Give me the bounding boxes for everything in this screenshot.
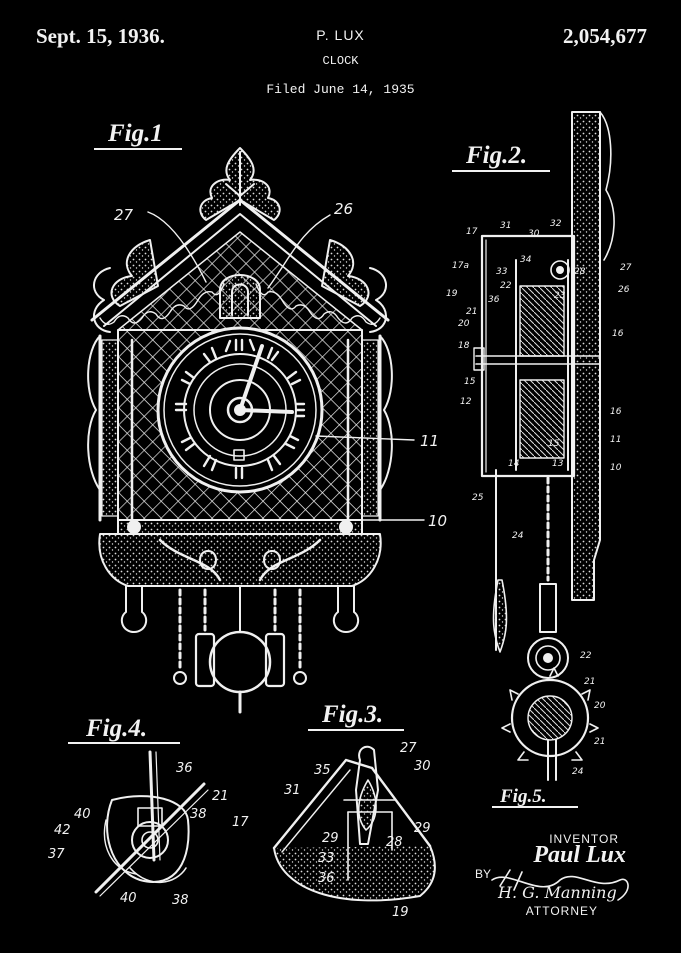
reference-numeral: 21 [594,737,605,747]
ref-26: 26 [334,200,353,218]
reference-numeral: 36 [176,761,193,776]
patent-number: 2,054,677 [563,24,647,48]
reference-numeral: 28 [386,835,403,850]
reference-numeral: 17 [232,815,249,830]
reference-numeral: 19 [446,289,458,299]
reference-numeral: 33 [318,851,335,866]
reference-numeral: 21 [584,677,595,687]
attorney-label: ATTORNEY [525,904,598,918]
reference-numeral: 40 [74,807,91,822]
reference-numeral: 22 [580,651,592,661]
reference-numeral: 34 [520,255,532,265]
reference-numeral: 18 [458,341,470,351]
reference-numeral: 17a [452,261,469,271]
reference-numeral: 13 [552,459,564,469]
fig2-underline [452,170,550,172]
reference-numeral: 37 [48,847,65,862]
reference-numeral: 22 [500,281,512,291]
reference-numeral: 16 [612,329,624,339]
reference-numeral: 17 [466,227,478,237]
reference-numeral: 40 [120,891,137,906]
reference-numeral: 15 [464,377,476,387]
inventor-label: INVENTOR [549,832,619,846]
fig1-clock-drawing [87,147,393,714]
fig1-underline [94,148,182,150]
fig4-underline [68,742,180,744]
reference-numeral: 42 [54,823,71,838]
fig1-label: Fig.1 [108,120,163,147]
fig3-bird-drawing [272,745,436,902]
reference-numeral: 24 [572,767,584,777]
fig5-underline [492,806,578,808]
reference-numeral: 30 [528,229,540,239]
by-label: BY [475,867,492,881]
fig3-label: Fig.3. [322,701,384,728]
reference-numeral: 36 [318,871,335,886]
inventor-name: Paul Lux [533,842,626,868]
fig3-underline [308,729,404,731]
reference-numeral: 20 [458,319,470,329]
fig4-detent-drawing [94,750,209,897]
reference-numeral: 15 [548,439,560,449]
reference-numeral: 38 [190,807,207,822]
reference-numeral: 36 [488,295,500,305]
reference-numeral: 19 [392,905,409,920]
reference-numeral: 29 [414,821,431,836]
reference-numeral: 30 [414,759,431,774]
patent-date: Sept. 15, 1936. [36,24,165,48]
attorney-signature: H. G. Manning [497,883,617,902]
fig4-label: Fig.4. [86,715,148,742]
reference-numeral: 35 [314,763,331,778]
fig2-label: Fig.2. [466,142,528,169]
reference-numeral: 16 [610,407,622,417]
reference-numeral: 21 [466,307,477,317]
fig2-section-drawing [473,111,615,653]
reference-numeral: 21 [212,789,229,804]
reference-numeral: 27 [620,263,632,273]
reference-numeral: 23 [554,291,566,301]
reference-numeral: 31 [500,221,511,231]
reference-numeral: 11 [610,435,621,445]
reference-numeral: 10 [610,463,622,473]
ref-10: 10 [428,512,447,530]
patent-title: CLOCK [322,54,359,68]
ref-27: 27 [114,206,134,224]
reference-numeral: 20 [594,701,606,711]
fig5-label: Fig.5. [500,786,547,807]
reference-numeral: 26 [618,285,630,295]
reference-numeral: 12 [460,397,472,407]
ref-11: 11 [420,432,439,450]
reference-numeral: 24 [512,531,524,541]
reference-numeral: 32 [550,219,562,229]
reference-numeral: 14 [508,459,520,469]
fig5-wheel-drawing [501,637,599,781]
reference-numeral: 25 [472,493,484,503]
reference-numeral: 29 [322,831,339,846]
inventor-short: P. LUX [316,27,365,43]
reference-numeral: 28 [574,267,586,277]
reference-numeral: 31 [284,783,301,798]
reference-numeral: 27 [400,741,417,756]
filed-date: Filed June 14, 1935 [266,82,415,97]
reference-numeral: 33 [496,267,508,277]
reference-numeral: 38 [172,893,189,908]
